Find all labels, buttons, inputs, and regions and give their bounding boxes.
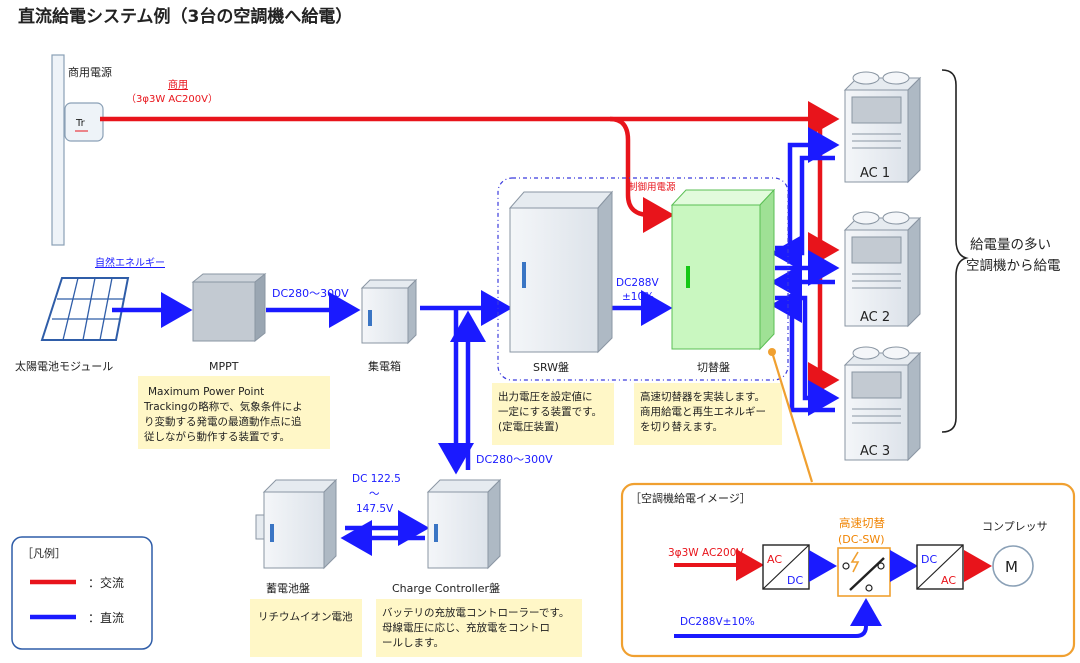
srw-note-line-2: 一定にする装置です。 [498,405,602,418]
srw-note-line-3: (定電圧装置) [498,420,559,433]
switch-note-line-2: 商用給電と再生エネルギー [640,405,766,418]
legend-dc-label: ：直流 [88,611,124,625]
dc-switch-block [837,547,891,597]
utility-line-label: 商用 [168,78,188,91]
utility-pole: Tr [51,54,104,246]
legend: ［凡例］ ：交流 ：直流 [11,536,153,650]
transformer-label: Tr [75,118,86,129]
srw-panel-label: SRW盤 [533,361,569,374]
inset-ac-input-label: 3φ3W AC200V [668,547,744,559]
srw-note: 出力電圧を設定値に 一定にする装置です。 (定電圧装置) [492,383,614,445]
motor-icon [992,545,1034,587]
solar-panel-icon [40,277,130,341]
brace-note-line-1: 給電量の多い [970,236,1051,253]
page-title: 直流給電システム例（3台の空調機へ給電） [18,6,352,27]
junction-box-label: 集電箱 [368,359,401,373]
compressor-label: コンプレッサ [982,520,1048,533]
dc-switch-subtitle: (DC-SW) [838,533,885,546]
ac-unit-3 [843,346,922,462]
brace-note-line-2: 空調機から給電 [966,258,1061,274]
cc-note-line-2: 母線電圧に応じ、充放電をコントロ [382,621,550,634]
switch-note-line-3: を切り替えます。 [640,420,723,433]
battery-panel-label: 蓄電池盤 [266,582,310,595]
inverter-top-label: DC [921,553,937,566]
switch-panel-note: 高速切替器を実装します。 商用給電と再生エネルギー を切り替えます。 [634,383,782,445]
mppt-unit [191,272,267,343]
legend-ac-label: ：交流 [88,575,124,590]
lightning-icon [850,551,860,573]
charge-controller-panel [426,478,502,570]
cc-note-line-3: ールします。 [382,637,444,649]
link-voltage-line-3: 147.5V [356,503,394,515]
battery-note: リチウムイオン電池 [250,599,362,657]
mppt-output-voltage: DC280～300V [272,287,349,300]
srw-output-tolerance: ±10% [622,291,654,303]
ac-unit-2 [843,211,922,328]
mppt-note-line-3: り変動する発電の最適動作点に追 [144,415,302,428]
charge-controller-label: Charge Controller盤 [392,582,500,595]
natural-energy-label: 自然エネルギー [95,256,165,269]
brace-icon [941,69,969,433]
utility-line-spec: （3φ3W AC200V） [126,93,218,105]
link-voltage-line-1: DC 122.5 [352,473,401,485]
srw-panel [508,190,614,354]
srw-output-voltage: DC288V [616,277,659,289]
switch-panel-label: 切替盤 [697,360,730,374]
ac-unit-3-label: AC 3 [860,444,890,459]
switch-note-line-1: 高速切替器を実装します。 [640,390,765,403]
battery-note-text: リチウムイオン電池 [258,610,353,623]
inverter-bottom-label: AC [941,574,956,587]
dc-switch-title: 高速切替 [839,516,885,530]
inset-dc-input-label: DC288V±10% [680,616,755,628]
link-voltage-line-2: ～ [369,488,380,500]
ac-feed-inset: ［空調機給電イメージ］ 3φ3W AC200V AC DC 高速切替 (DC-S… [620,482,1076,658]
inverter-block: DC AC [916,544,964,590]
junction-box [360,278,418,345]
mppt-note: Maximum Power Point Trackingの略称で、気象条件によ … [138,376,330,449]
rectifier-block: AC DC [762,544,810,590]
control-power-label: 制御用電源 [628,181,676,193]
rectifier-top-label: AC [767,553,782,566]
mppt-label: MPPT [209,360,239,373]
transformer-icon [64,102,104,142]
rectifier-bottom-label: DC [787,574,803,587]
motor-symbol: M [1005,558,1018,576]
ac-unit-1-label: AC 1 [860,166,890,181]
inset-title: ［空調機給電イメージ］ [630,491,751,505]
utility-power-label: 商用電源 [68,65,112,79]
legend-title: ［凡例］ [22,546,66,560]
mppt-note-line-4: 従しながら動作する装置です。 [144,430,290,443]
mppt-note-line-2: Trackingの略称で、気象条件によ [143,400,303,413]
cc-note-line-1: バッテリの充放電コントローラーです。 [382,606,569,619]
dc-power-lines [112,127,840,556]
bus-voltage-label: DC280～300V [476,453,553,466]
mppt-note-line-1: Maximum Power Point [148,386,264,398]
inset-callout [768,348,814,483]
srw-switch-group [497,177,789,381]
ac-unit-1 [843,71,922,184]
battery-panel [255,478,338,570]
charge-controller-note: バッテリの充放電コントローラーです。 母線電圧に応じ、充放電をコントロ ールしま… [376,599,582,657]
switch-panel [670,188,776,351]
ac-unit-2-label: AC 2 [860,310,890,325]
solar-module-label: 太陽電池モジュール [15,360,113,373]
srw-note-line-1: 出力電圧を設定値に [498,390,593,403]
